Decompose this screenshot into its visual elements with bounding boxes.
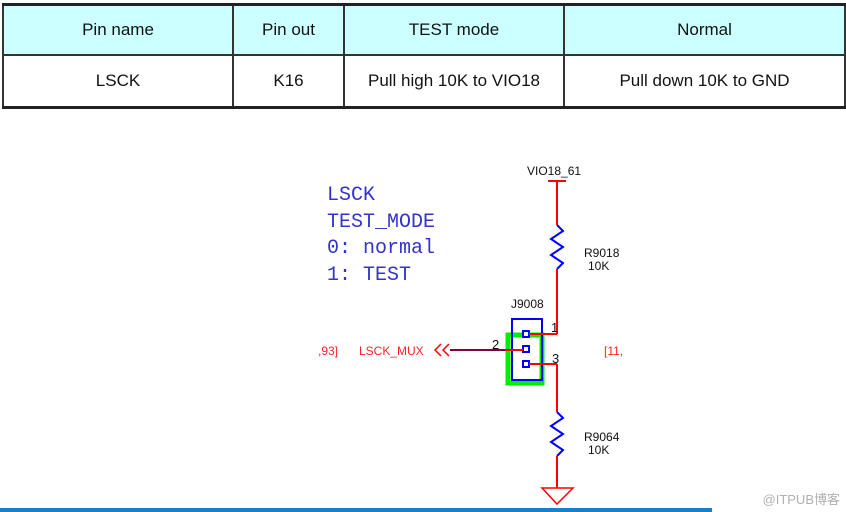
resistor-bottom-ref: R9064 xyxy=(584,430,620,444)
cell-pin-out: K16 xyxy=(232,54,345,109)
offpage-arrow-icon xyxy=(433,343,442,357)
note-line: 0: normal xyxy=(327,237,435,260)
watermark: @ITPUB博客 xyxy=(762,492,840,507)
jumper-highlight xyxy=(505,332,545,386)
resistor-bottom-value: 10K xyxy=(588,443,609,457)
jumper-pin-3 xyxy=(522,360,530,368)
table-header-row: Pin name Pin out TEST mode Normal xyxy=(2,3,846,56)
resistor-top-ref: R9018 xyxy=(584,246,620,260)
header-normal: Normal xyxy=(563,3,846,56)
note-line: TEST_MODE xyxy=(327,211,435,234)
header-pin-out: Pin out xyxy=(232,3,345,56)
resistor-bottom-icon xyxy=(549,411,565,457)
resistor-top-icon xyxy=(549,224,565,270)
offpage-ref-right: [11, xyxy=(604,344,623,358)
net-label: LSCK_MUX xyxy=(359,344,424,358)
pin-number: 3 xyxy=(552,351,559,366)
jumper-pin-2 xyxy=(522,345,530,353)
cell-normal: Pull down 10K to GND xyxy=(563,54,846,109)
pin-number: 1 xyxy=(551,320,558,335)
jumper-ref: J9008 xyxy=(511,297,544,311)
cell-pin-name: LSCK xyxy=(2,54,234,109)
note-line: 1: TEST xyxy=(327,264,411,287)
header-test-mode: TEST mode xyxy=(343,3,565,56)
test-mode-notes: LSCK TEST_MODE 0: normal 1: TEST xyxy=(327,184,435,287)
note-line: LSCK xyxy=(327,184,375,207)
pin-table: Pin name Pin out TEST mode Normal LSCK K… xyxy=(2,3,846,109)
offpage-arrow-icon xyxy=(441,343,450,357)
resistor-top-value: 10K xyxy=(588,259,609,273)
bottom-divider xyxy=(0,508,712,512)
offpage-ref-left: ,93] xyxy=(318,344,338,358)
jumper-pin-1 xyxy=(522,330,530,338)
table-row: LSCK K16 Pull high 10K to VIO18 Pull dow… xyxy=(2,54,846,109)
header-pin-name: Pin name xyxy=(2,3,234,56)
ground-icon xyxy=(540,487,575,506)
cell-test-mode: Pull high 10K to VIO18 xyxy=(343,54,565,109)
pin-number: 2 xyxy=(492,337,499,352)
power-net-label: VIO18_61 xyxy=(527,164,581,178)
